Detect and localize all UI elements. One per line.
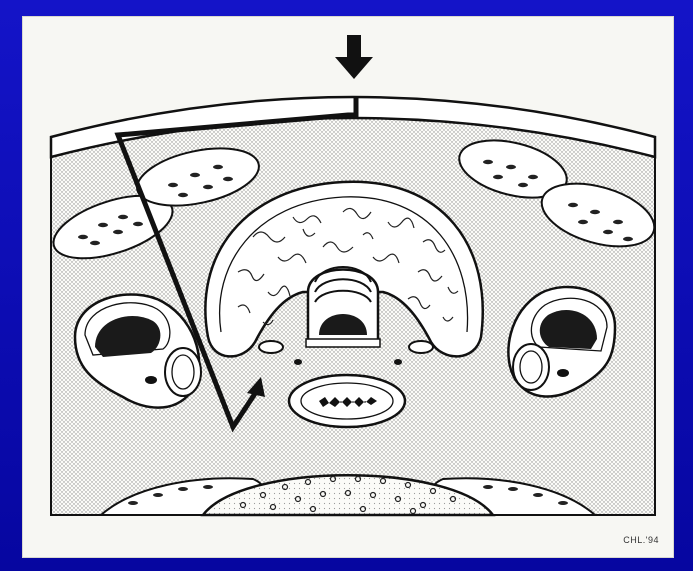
artist-signature: CHL.'94 (623, 535, 659, 545)
trachea (306, 267, 380, 347)
esophagus (289, 375, 405, 427)
entry-arrow-icon (335, 35, 373, 79)
neck-cross-section-diagram (23, 17, 673, 557)
illustration-card: CHL.'94 (22, 16, 674, 558)
